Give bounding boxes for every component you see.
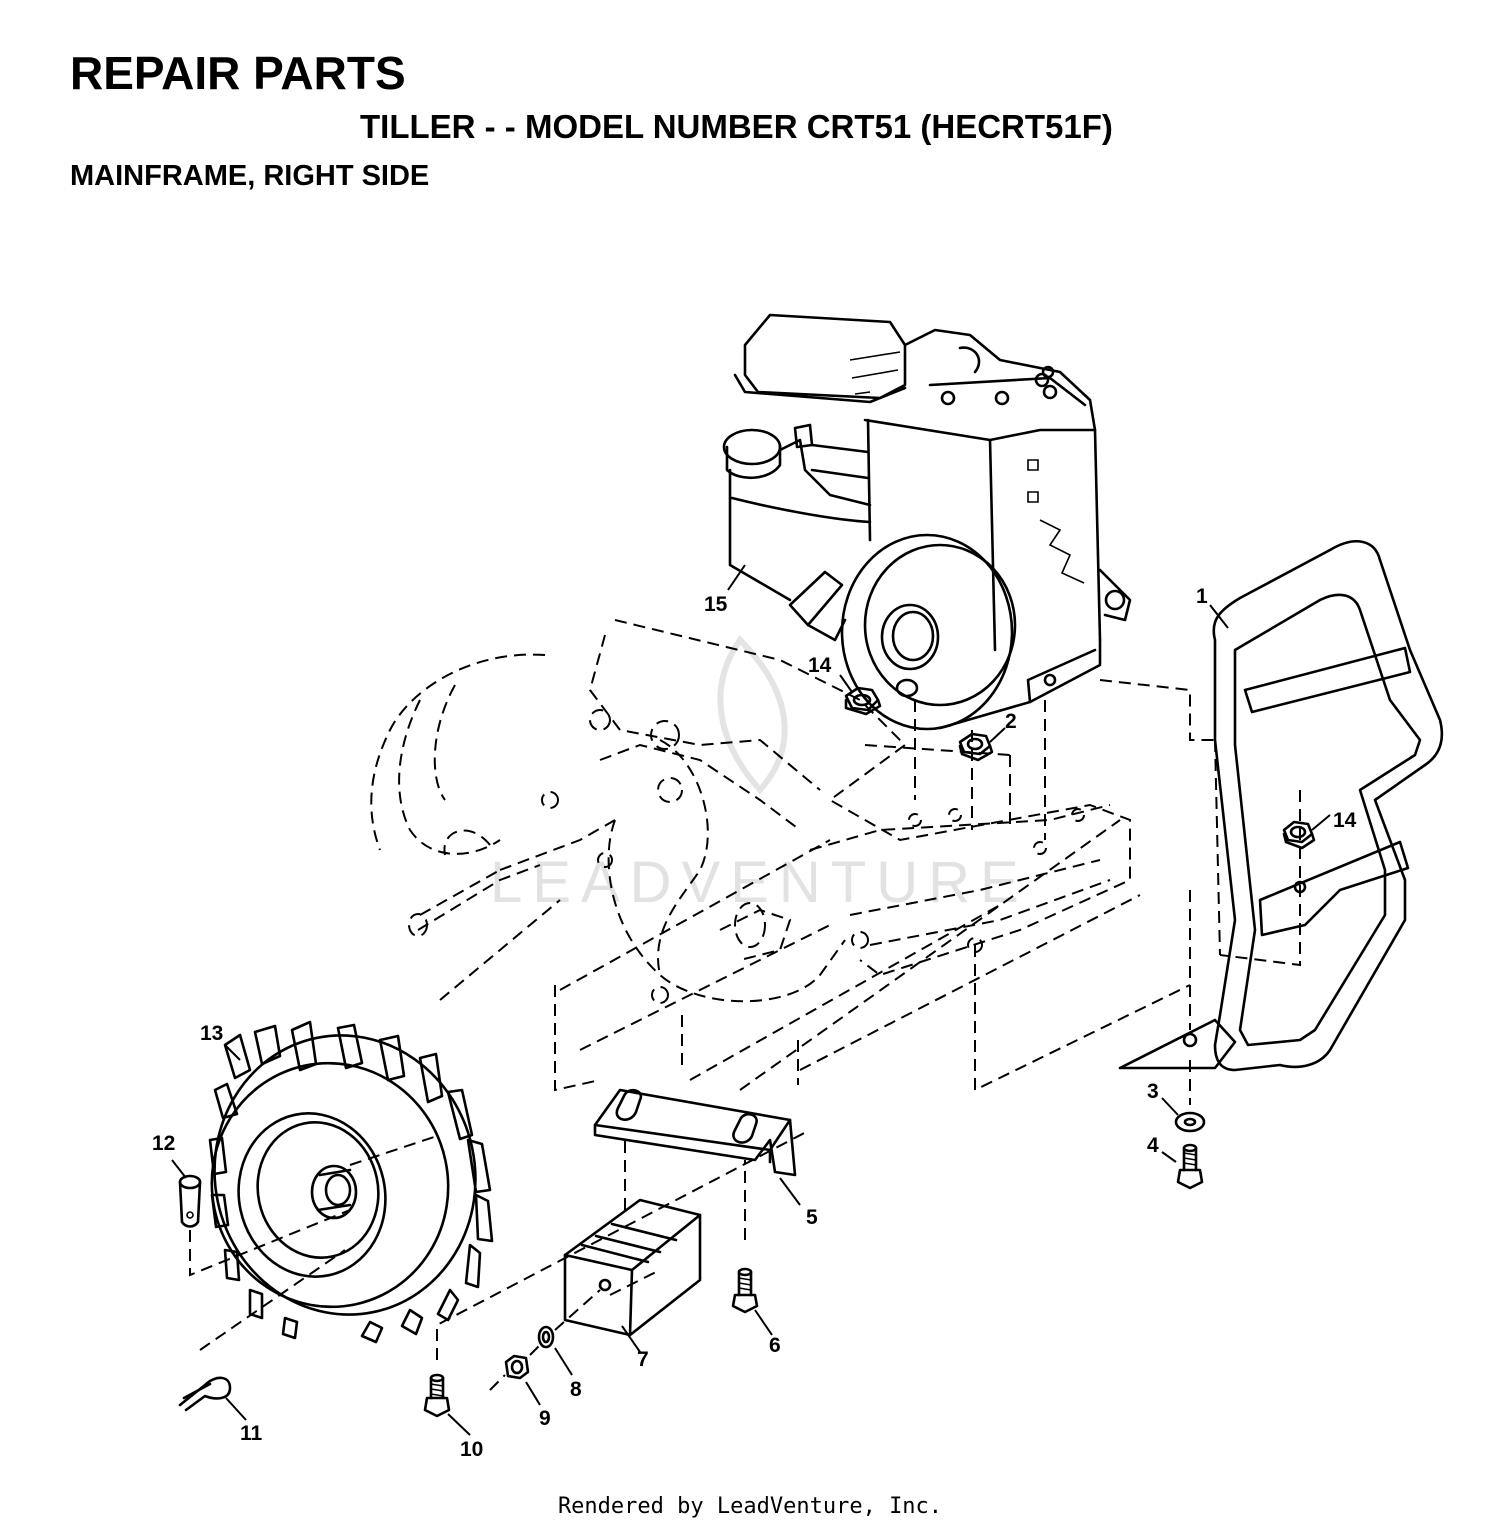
section-title: MAINFRAME, RIGHT SIDE: [70, 160, 430, 192]
tire-wheel: [208, 1020, 494, 1344]
callout-8: 8: [570, 1378, 582, 1401]
callout-14-engine: 14: [808, 654, 832, 677]
flange-nut: [958, 732, 994, 762]
callouts: 1 2 3 4 5 6 7 8 9 10 11 12 13 14 15 14: [152, 585, 1357, 1461]
bolt-bracket: [731, 1267, 759, 1314]
footer-credit: Rendered by LeadVenture, Inc.: [557, 1494, 943, 1519]
callout-11: 11: [240, 1422, 263, 1445]
callout-2: 2: [1005, 710, 1017, 733]
bolt-weight: [423, 1373, 451, 1418]
leader-lines: [171, 564, 1331, 1436]
lock-washer: [537, 1325, 555, 1349]
watermark-flame-icon: [717, 635, 788, 795]
clevis-pin: [178, 1174, 202, 1228]
callout-15: 15: [704, 593, 728, 616]
callout-4: 4: [1147, 1134, 1159, 1157]
callout-12: 12: [152, 1132, 175, 1155]
flange-nut-engine: [844, 686, 882, 716]
front-guard: [1118, 540, 1444, 1072]
mainframe-phantom: [189, 619, 1301, 1360]
weight-block: [563, 1198, 702, 1337]
flange-nut-guard: [1282, 820, 1316, 850]
callout-14-guard: 14: [1333, 809, 1357, 832]
callout-1: 1: [1196, 585, 1208, 608]
callout-9: 9: [539, 1407, 551, 1430]
callout-7: 7: [637, 1348, 649, 1371]
callout-3: 3: [1147, 1080, 1159, 1103]
callout-6: 6: [769, 1334, 781, 1357]
bolt: [1176, 1143, 1204, 1190]
callout-5: 5: [806, 1206, 818, 1229]
page-title: REPAIR PARTS: [70, 47, 406, 99]
hex-nut: [504, 1354, 530, 1380]
bracket: [593, 1088, 797, 1177]
watermark-text: LEADVENTURE: [490, 850, 1029, 915]
hairpin-cotter: [178, 1376, 232, 1412]
engine: [722, 313, 1132, 731]
model-subtitle: TILLER - - MODEL NUMBER CRT51 (HECRT51F): [360, 108, 1113, 145]
callout-13: 13: [200, 1022, 223, 1045]
callout-10: 10: [460, 1438, 483, 1461]
washer: [1174, 1111, 1206, 1133]
